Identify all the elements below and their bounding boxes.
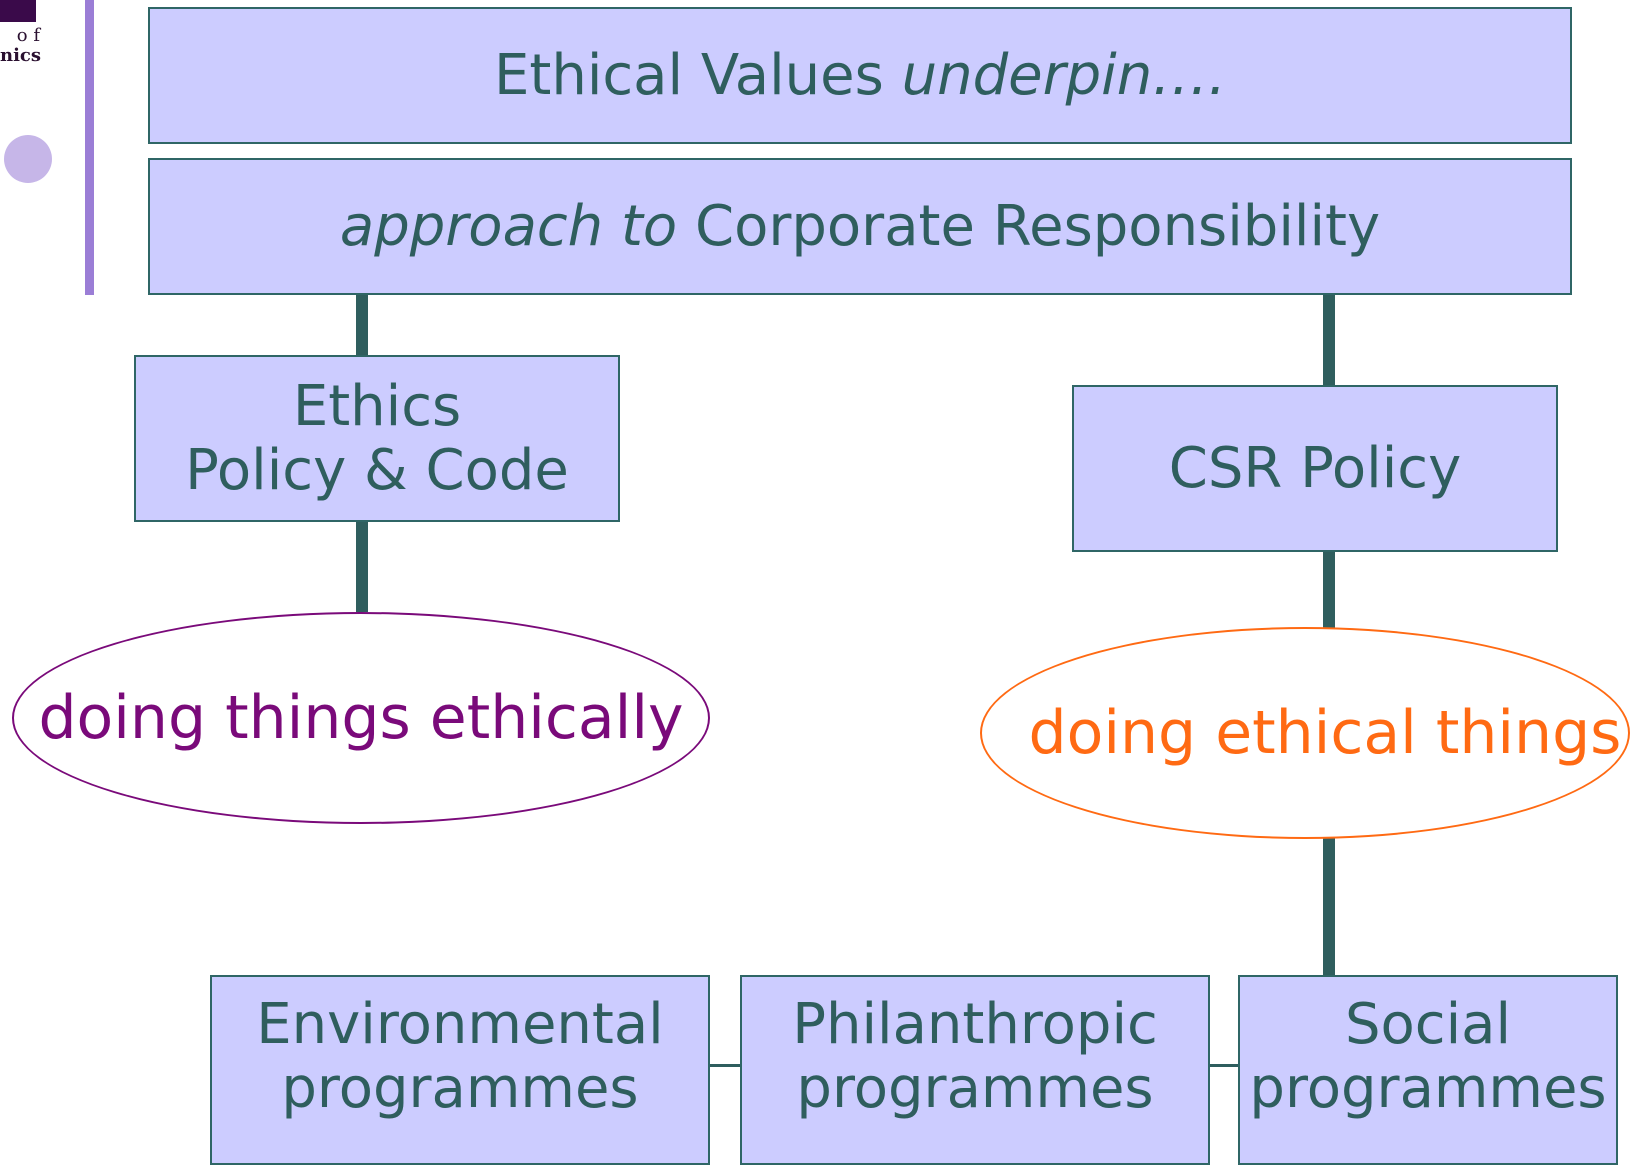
connector-philanthropic-to-social xyxy=(1208,1064,1240,1067)
ethics-policy-line-2: Policy & Code xyxy=(185,437,569,503)
csr-policy-label: CSR Policy xyxy=(1168,435,1462,501)
ethical-values-box: Ethical Values underpin…. xyxy=(148,7,1572,144)
connector-ellipse-to-social xyxy=(1323,836,1335,977)
philanthropic-programmes-box: Philanthropic programmes xyxy=(740,975,1210,1165)
logo-line-1: o f xyxy=(16,25,40,46)
connector-corporate-to-csr xyxy=(1323,293,1335,386)
ethical-values-text: Ethical Values xyxy=(493,42,902,108)
logo-mark xyxy=(0,0,36,22)
doing-things-ethically-label: doing things ethically xyxy=(38,683,684,753)
connector-csr-to-ellipse xyxy=(1323,550,1335,628)
social-line-2: programmes xyxy=(1249,1056,1607,1121)
environmental-line-2: programmes xyxy=(281,1056,639,1121)
csr-policy-box: CSR Policy xyxy=(1072,385,1558,552)
ethics-policy-box: Ethics Policy & Code xyxy=(134,355,620,522)
ethics-policy-line-1: Ethics xyxy=(292,373,462,439)
decorative-vertical-bar xyxy=(85,0,94,295)
social-programmes-box: Social programmes xyxy=(1238,975,1618,1165)
environmental-programmes-box: Environmental programmes xyxy=(210,975,710,1165)
doing-ethical-things-label: doing ethical things xyxy=(1028,698,1622,768)
logo-line-2: nics xyxy=(0,45,42,66)
social-line-1: Social xyxy=(1344,992,1512,1057)
doing-ethical-things-ellipse: doing ethical things xyxy=(980,627,1630,839)
connector-corporate-to-ethics xyxy=(356,293,368,356)
philanthropic-line-1: Philanthropic xyxy=(792,992,1158,1057)
corporate-responsibility-box: approach to Corporate Responsibility xyxy=(148,158,1572,295)
connector-ethics-to-ellipse xyxy=(356,520,368,612)
doing-things-ethically-ellipse: doing things ethically xyxy=(12,612,710,824)
connector-environmental-to-philanthropic xyxy=(708,1064,742,1067)
underpin-text: underpin…. xyxy=(901,42,1227,108)
approach-to-text: approach to xyxy=(339,193,678,259)
environmental-line-1: Environmental xyxy=(256,992,664,1057)
philanthropic-line-2: programmes xyxy=(796,1056,1154,1121)
logo-text: o f nics xyxy=(0,25,42,66)
corporate-responsibility-text: Corporate Responsibility xyxy=(677,193,1381,259)
decorative-circle xyxy=(4,135,52,183)
